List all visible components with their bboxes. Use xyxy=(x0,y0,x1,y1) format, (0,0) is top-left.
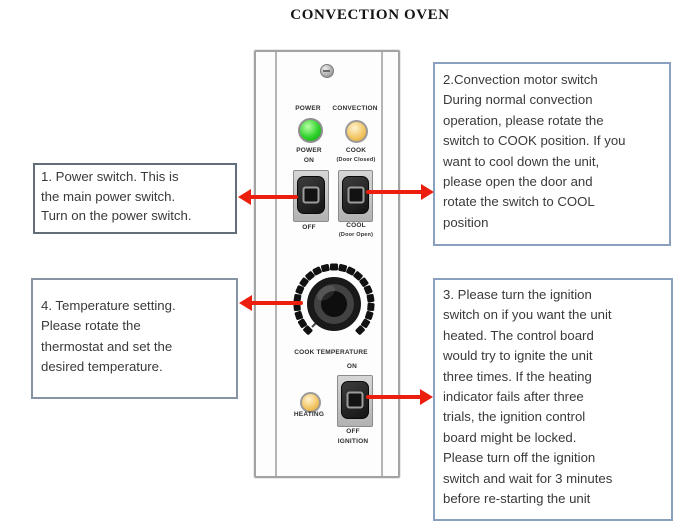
ignition-on-label: ON xyxy=(346,363,358,370)
convection-switch-nub xyxy=(347,186,364,204)
callout-text-2: 2.Convection motor switch During normal … xyxy=(443,72,626,230)
ignition-label: IGNITION xyxy=(337,438,369,445)
power-on-label: ON xyxy=(303,157,315,164)
callout-box-1: 1. Power switch. This is the main power … xyxy=(33,163,237,234)
door-open-label: (Door Open) xyxy=(338,232,374,238)
power-switch-label: POWER xyxy=(296,147,322,154)
power-switch-body xyxy=(297,176,325,214)
door-closed-label: (Door Closed) xyxy=(336,157,376,163)
convection-indicator-label: CONVECTION xyxy=(332,105,378,112)
arrow-to-callout-4 xyxy=(239,295,303,311)
arrow-shaft xyxy=(250,301,303,305)
arrow-head-icon xyxy=(421,184,434,200)
callout-box-3: 3. Please turn the ignition switch on if… xyxy=(433,278,673,521)
callout-text-3: 3. Please turn the ignition switch on if… xyxy=(443,287,613,507)
panel-right-rail xyxy=(381,52,383,476)
heating-indicator-label: HEATING xyxy=(293,411,325,418)
thermostat-knob xyxy=(293,263,375,335)
power-off-label: OFF xyxy=(302,224,316,231)
panel-left-rail xyxy=(275,52,277,476)
thermostat-label: COOK TEMPERATURE xyxy=(294,349,368,356)
screw-icon xyxy=(320,64,334,78)
convection-indicator-light xyxy=(345,120,368,143)
convection-switch-body xyxy=(342,176,369,214)
arrow-to-callout-3 xyxy=(366,389,433,405)
arrow-head-icon xyxy=(420,389,433,405)
arrow-head-icon xyxy=(238,189,251,205)
callout-text-4: 4. Temperature setting. Please rotate th… xyxy=(41,298,176,375)
callout-box-4: 4. Temperature setting. Please rotate th… xyxy=(31,278,238,399)
ignition-switch-nub xyxy=(346,391,364,409)
ignition-rocker-switch xyxy=(337,375,373,427)
power-indicator-light xyxy=(298,118,323,143)
cool-label: COOL xyxy=(346,222,366,229)
convection-rocker-switch xyxy=(338,170,373,222)
arrow-shaft xyxy=(366,190,423,194)
callout-text-1: 1. Power switch. This is the main power … xyxy=(41,169,192,223)
page-title: CONVECTION OVEN xyxy=(290,7,450,23)
control-panel: POWER CONVECTION POWER ON COOK (Door Clo… xyxy=(254,50,400,478)
arrow-to-callout-2 xyxy=(366,184,434,200)
arrow-shaft xyxy=(249,195,298,199)
callout-box-2: 2.Convection motor switch During normal … xyxy=(433,62,671,246)
power-switch-nub xyxy=(302,186,320,204)
arrow-head-icon xyxy=(239,295,252,311)
arrow-to-callout-1 xyxy=(238,189,298,205)
ignition-switch-body xyxy=(341,381,369,419)
ignition-off-label: OFF xyxy=(346,428,360,435)
arrow-shaft xyxy=(366,395,422,399)
power-rocker-switch xyxy=(293,170,329,222)
power-indicator-label: POWER xyxy=(295,105,321,112)
cook-label: COOK xyxy=(345,147,367,154)
heating-indicator-light xyxy=(300,392,321,413)
